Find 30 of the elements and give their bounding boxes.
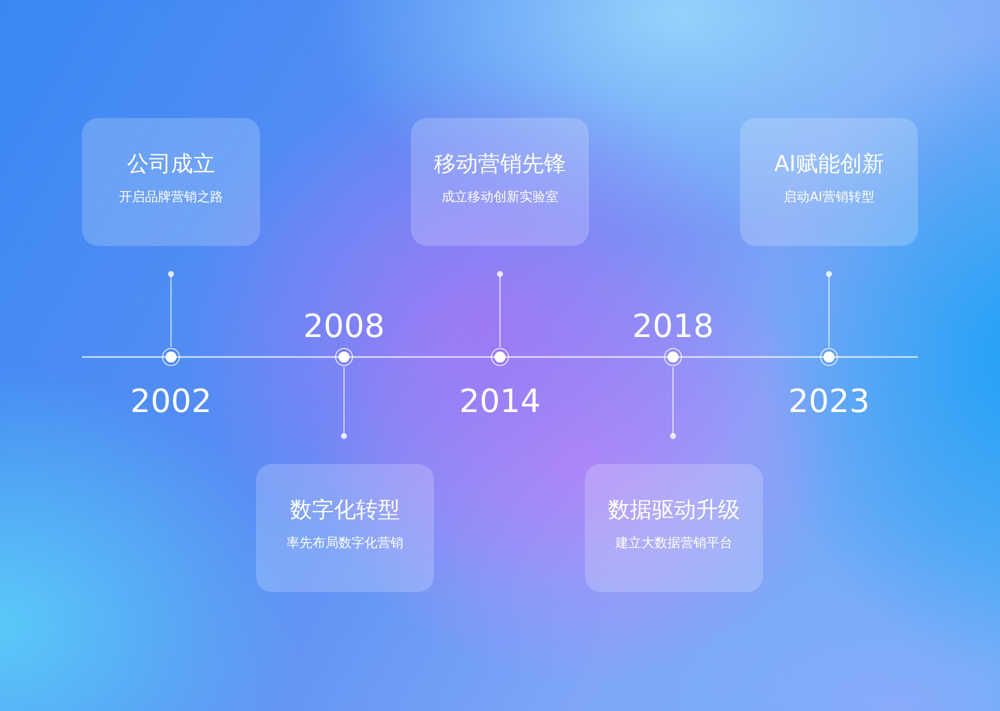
milestone-dot-icon bbox=[663, 347, 683, 367]
milestone-dot-icon bbox=[490, 347, 510, 367]
milestone-card bbox=[82, 118, 260, 246]
milestone-description: 率先布局数字化营销 bbox=[286, 535, 404, 553]
milestone-card bbox=[411, 118, 589, 246]
milestone-card bbox=[256, 464, 434, 592]
milestone-dot-icon bbox=[334, 347, 354, 367]
milestone-title: 数字化转型 bbox=[290, 497, 400, 525]
leader-line bbox=[497, 271, 503, 348]
milestone-description: 启动AI营销转型 bbox=[784, 189, 874, 207]
milestone-card bbox=[585, 464, 763, 592]
year-label: 2014 bbox=[459, 383, 541, 419]
milestone-dot-icon bbox=[819, 347, 839, 367]
milestone-description: 开启品牌营销之路 bbox=[119, 189, 223, 207]
leader-line bbox=[168, 271, 174, 348]
milestone-description: 建立大数据营销平台 bbox=[616, 535, 732, 553]
leader-line bbox=[670, 366, 676, 439]
year-label: 2023 bbox=[788, 383, 870, 419]
year-label: 2008 bbox=[303, 308, 385, 344]
leader-line bbox=[826, 271, 832, 348]
leader-line bbox=[341, 366, 347, 439]
milestone-card bbox=[740, 118, 918, 246]
year-label: 2002 bbox=[130, 383, 212, 419]
milestone-title: 数据驱动升级 bbox=[608, 497, 740, 525]
year-label: 2018 bbox=[632, 308, 714, 344]
milestone-title: 移动营销先锋 bbox=[434, 151, 566, 179]
milestone-title: 公司成立 bbox=[127, 151, 215, 179]
milestone-description: 成立移动创新实验室 bbox=[442, 189, 558, 207]
milestone-title: AI赋能创新 bbox=[774, 151, 884, 179]
milestone-dot-icon bbox=[161, 347, 181, 367]
